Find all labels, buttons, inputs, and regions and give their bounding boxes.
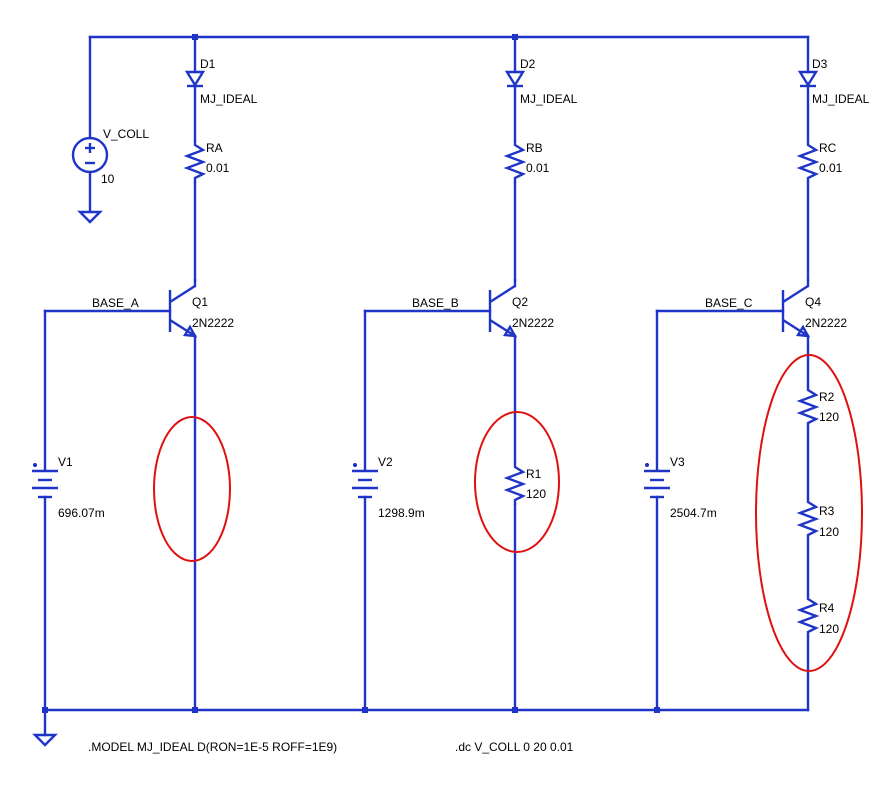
- base-c-label: BASE_C: [705, 296, 753, 310]
- r4-resistor[interactable]: [796, 594, 820, 712]
- d3-diode[interactable]: [797, 35, 819, 142]
- v3-value: 2504.7m: [670, 506, 717, 520]
- v1-name: V1: [58, 455, 73, 469]
- highlight-r1: [474, 411, 560, 553]
- r1-resistor[interactable]: [503, 462, 527, 712]
- v-coll-source[interactable]: [71, 35, 109, 224]
- q4-transistor[interactable]: [781, 278, 811, 387]
- r2-resistor[interactable]: [796, 385, 820, 499]
- r2-value: 120: [819, 410, 839, 424]
- q4-model: 2N2222: [805, 316, 847, 330]
- base-a-label: BASE_A: [92, 296, 139, 310]
- r4-name: R4: [819, 601, 835, 615]
- v2-battery[interactable]: [352, 309, 378, 712]
- rb-name: RB: [526, 141, 543, 155]
- dc-directive[interactable]: .dc V_COLL 0 20 0.01: [455, 740, 574, 754]
- v-coll-value: 10: [101, 172, 115, 186]
- model-directive[interactable]: .MODEL MJ_IDEAL D(RON=1E-5 ROFF=1E9): [88, 740, 337, 754]
- q2-model: 2N2222: [512, 316, 554, 330]
- v3-name: V3: [670, 455, 685, 469]
- d1-diode[interactable]: [184, 35, 206, 142]
- ground-symbol[interactable]: [32, 733, 58, 747]
- q4-name: Q4: [805, 295, 821, 309]
- rb-value: 0.01: [526, 161, 550, 175]
- q1-transistor[interactable]: [168, 278, 198, 712]
- rb-resistor[interactable]: [503, 140, 527, 282]
- v-coll-name: V_COLL: [103, 127, 149, 141]
- rc-name: RC: [819, 141, 837, 155]
- q2-name: Q2: [512, 295, 528, 309]
- junction-bottom-2: [192, 707, 198, 713]
- d2-model: MJ_IDEAL: [520, 92, 578, 106]
- d2-name: D2: [520, 57, 536, 71]
- r3-name: R3: [819, 504, 835, 518]
- r1-value: 120: [526, 487, 546, 501]
- v1-battery[interactable]: [32, 309, 58, 737]
- r1-name: R1: [526, 467, 542, 481]
- ra-name: RA: [206, 141, 223, 155]
- base-b-label: BASE_B: [412, 296, 459, 310]
- rc-value: 0.01: [819, 161, 843, 175]
- d1-name: D1: [200, 57, 216, 71]
- highlight-r2-r3-r4: [755, 354, 863, 672]
- r3-value: 120: [819, 525, 839, 539]
- v3-battery[interactable]: [644, 309, 670, 712]
- junction-bottom-5: [654, 707, 660, 713]
- junction-bottom-3: [362, 707, 368, 713]
- ra-value: 0.01: [206, 161, 230, 175]
- v2-value: 1298.9m: [378, 506, 425, 520]
- junction-bottom-1: [42, 707, 48, 713]
- d3-name: D3: [812, 57, 828, 71]
- q1-name: Q1: [192, 295, 208, 309]
- rc-resistor[interactable]: [796, 140, 820, 282]
- r2-name: R2: [819, 390, 835, 404]
- d2-diode[interactable]: [504, 35, 526, 142]
- r3-resistor[interactable]: [796, 497, 820, 596]
- q2-transistor[interactable]: [488, 278, 518, 464]
- q1-model: 2N2222: [192, 316, 234, 330]
- r4-value: 120: [819, 622, 839, 636]
- highlight-q1-emitter: [153, 416, 231, 562]
- v1-value: 696.07m: [58, 506, 105, 520]
- junction-bottom-4: [512, 707, 518, 713]
- v2-name: V2: [378, 455, 393, 469]
- d1-model: MJ_IDEAL: [200, 92, 258, 106]
- ra-resistor[interactable]: [183, 140, 207, 282]
- d3-model: MJ_IDEAL: [812, 92, 870, 106]
